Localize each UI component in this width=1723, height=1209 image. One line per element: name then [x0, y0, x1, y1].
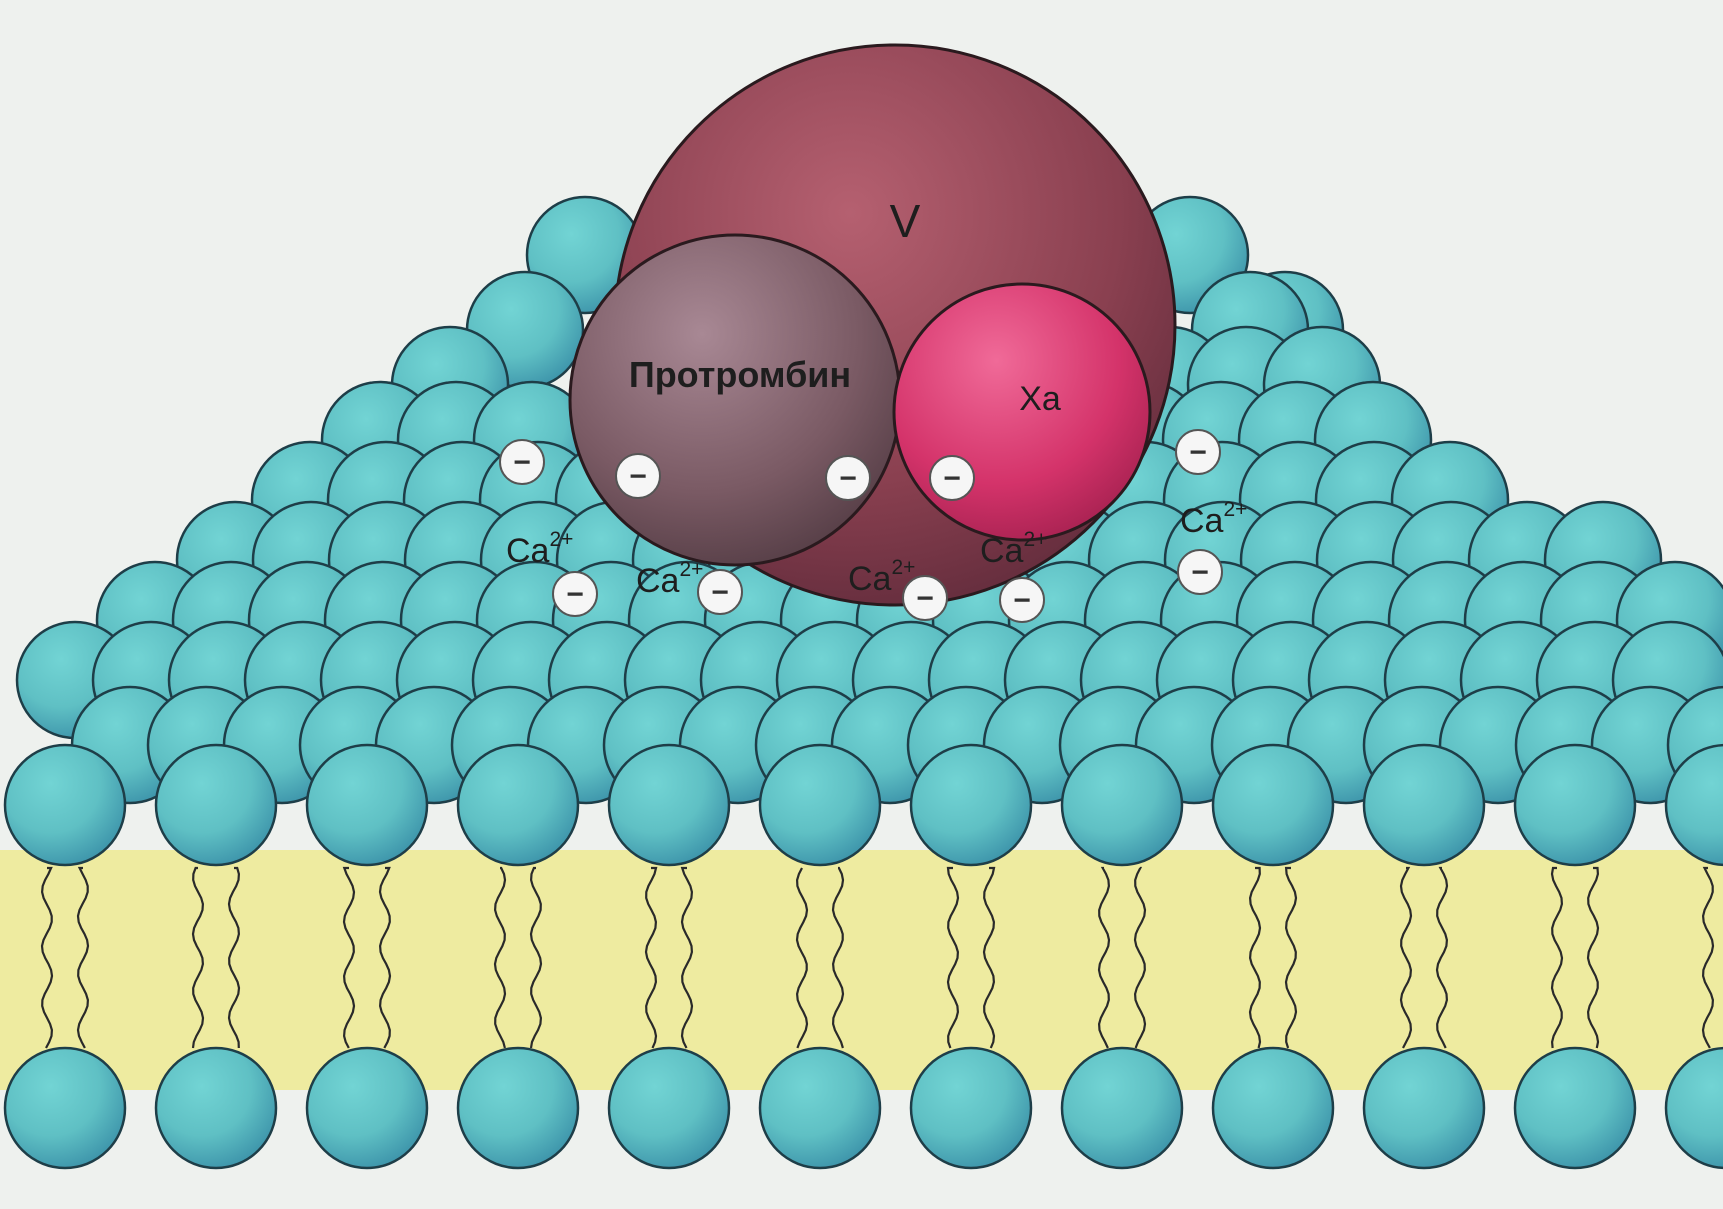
lipid-head-icon — [911, 1048, 1031, 1168]
negative-charge-icon: − — [903, 576, 947, 620]
lipid-head-icon — [1213, 745, 1333, 865]
lipid-head-icon — [609, 1048, 729, 1168]
lipid-head-icon — [307, 1048, 427, 1168]
svg-text:−: − — [566, 578, 584, 611]
lipid-head-icon — [1364, 745, 1484, 865]
negative-charge-icon: − — [1176, 430, 1220, 474]
lipid-head-icon — [760, 1048, 880, 1168]
lipid-head-icon — [1515, 1048, 1635, 1168]
lipid-head-icon — [156, 1048, 276, 1168]
lipid-head-icon — [609, 745, 729, 865]
lipid-head-icon — [1213, 1048, 1333, 1168]
lipid-head-icon — [458, 745, 578, 865]
negative-charge-icon: − — [1000, 578, 1044, 622]
negative-charge-icon: − — [616, 454, 660, 498]
lipid-head-icon — [5, 745, 125, 865]
negative-charge-icon: − — [698, 570, 742, 614]
lipid-head-icon — [156, 745, 276, 865]
svg-text:−: − — [839, 462, 857, 495]
prothrombin-sphere — [570, 235, 900, 565]
svg-text:−: − — [1189, 436, 1207, 469]
lipid-head-icon — [307, 745, 427, 865]
negative-charge-icon: − — [826, 456, 870, 500]
negative-charge-icon: − — [1178, 550, 1222, 594]
svg-text:−: − — [513, 446, 531, 479]
svg-text:−: − — [1191, 556, 1209, 589]
negative-charge-icon: − — [930, 456, 974, 500]
lipid-head-icon — [1062, 745, 1182, 865]
factor-v-label: V — [890, 195, 921, 247]
lipid-head-icon — [1515, 745, 1635, 865]
lipid-head-icon — [458, 1048, 578, 1168]
svg-text:−: − — [943, 462, 961, 495]
hydrophobic-tail-region — [0, 850, 1723, 1090]
lipid-head-icon — [911, 745, 1031, 865]
prothrombin-label: Протромбин — [629, 354, 851, 395]
negative-charge-icon: − — [500, 440, 544, 484]
lipid-head-icon — [1364, 1048, 1484, 1168]
lipid-head-icon — [1062, 1048, 1182, 1168]
svg-text:−: − — [711, 576, 729, 609]
lipid-head-icon — [760, 745, 880, 865]
svg-text:−: − — [1013, 584, 1031, 617]
svg-text:−: − — [916, 582, 934, 615]
svg-text:−: − — [629, 460, 647, 493]
lipid-head-icon — [5, 1048, 125, 1168]
factor-xa-label: Xa — [1019, 380, 1061, 418]
negative-charge-icon: − — [553, 572, 597, 616]
